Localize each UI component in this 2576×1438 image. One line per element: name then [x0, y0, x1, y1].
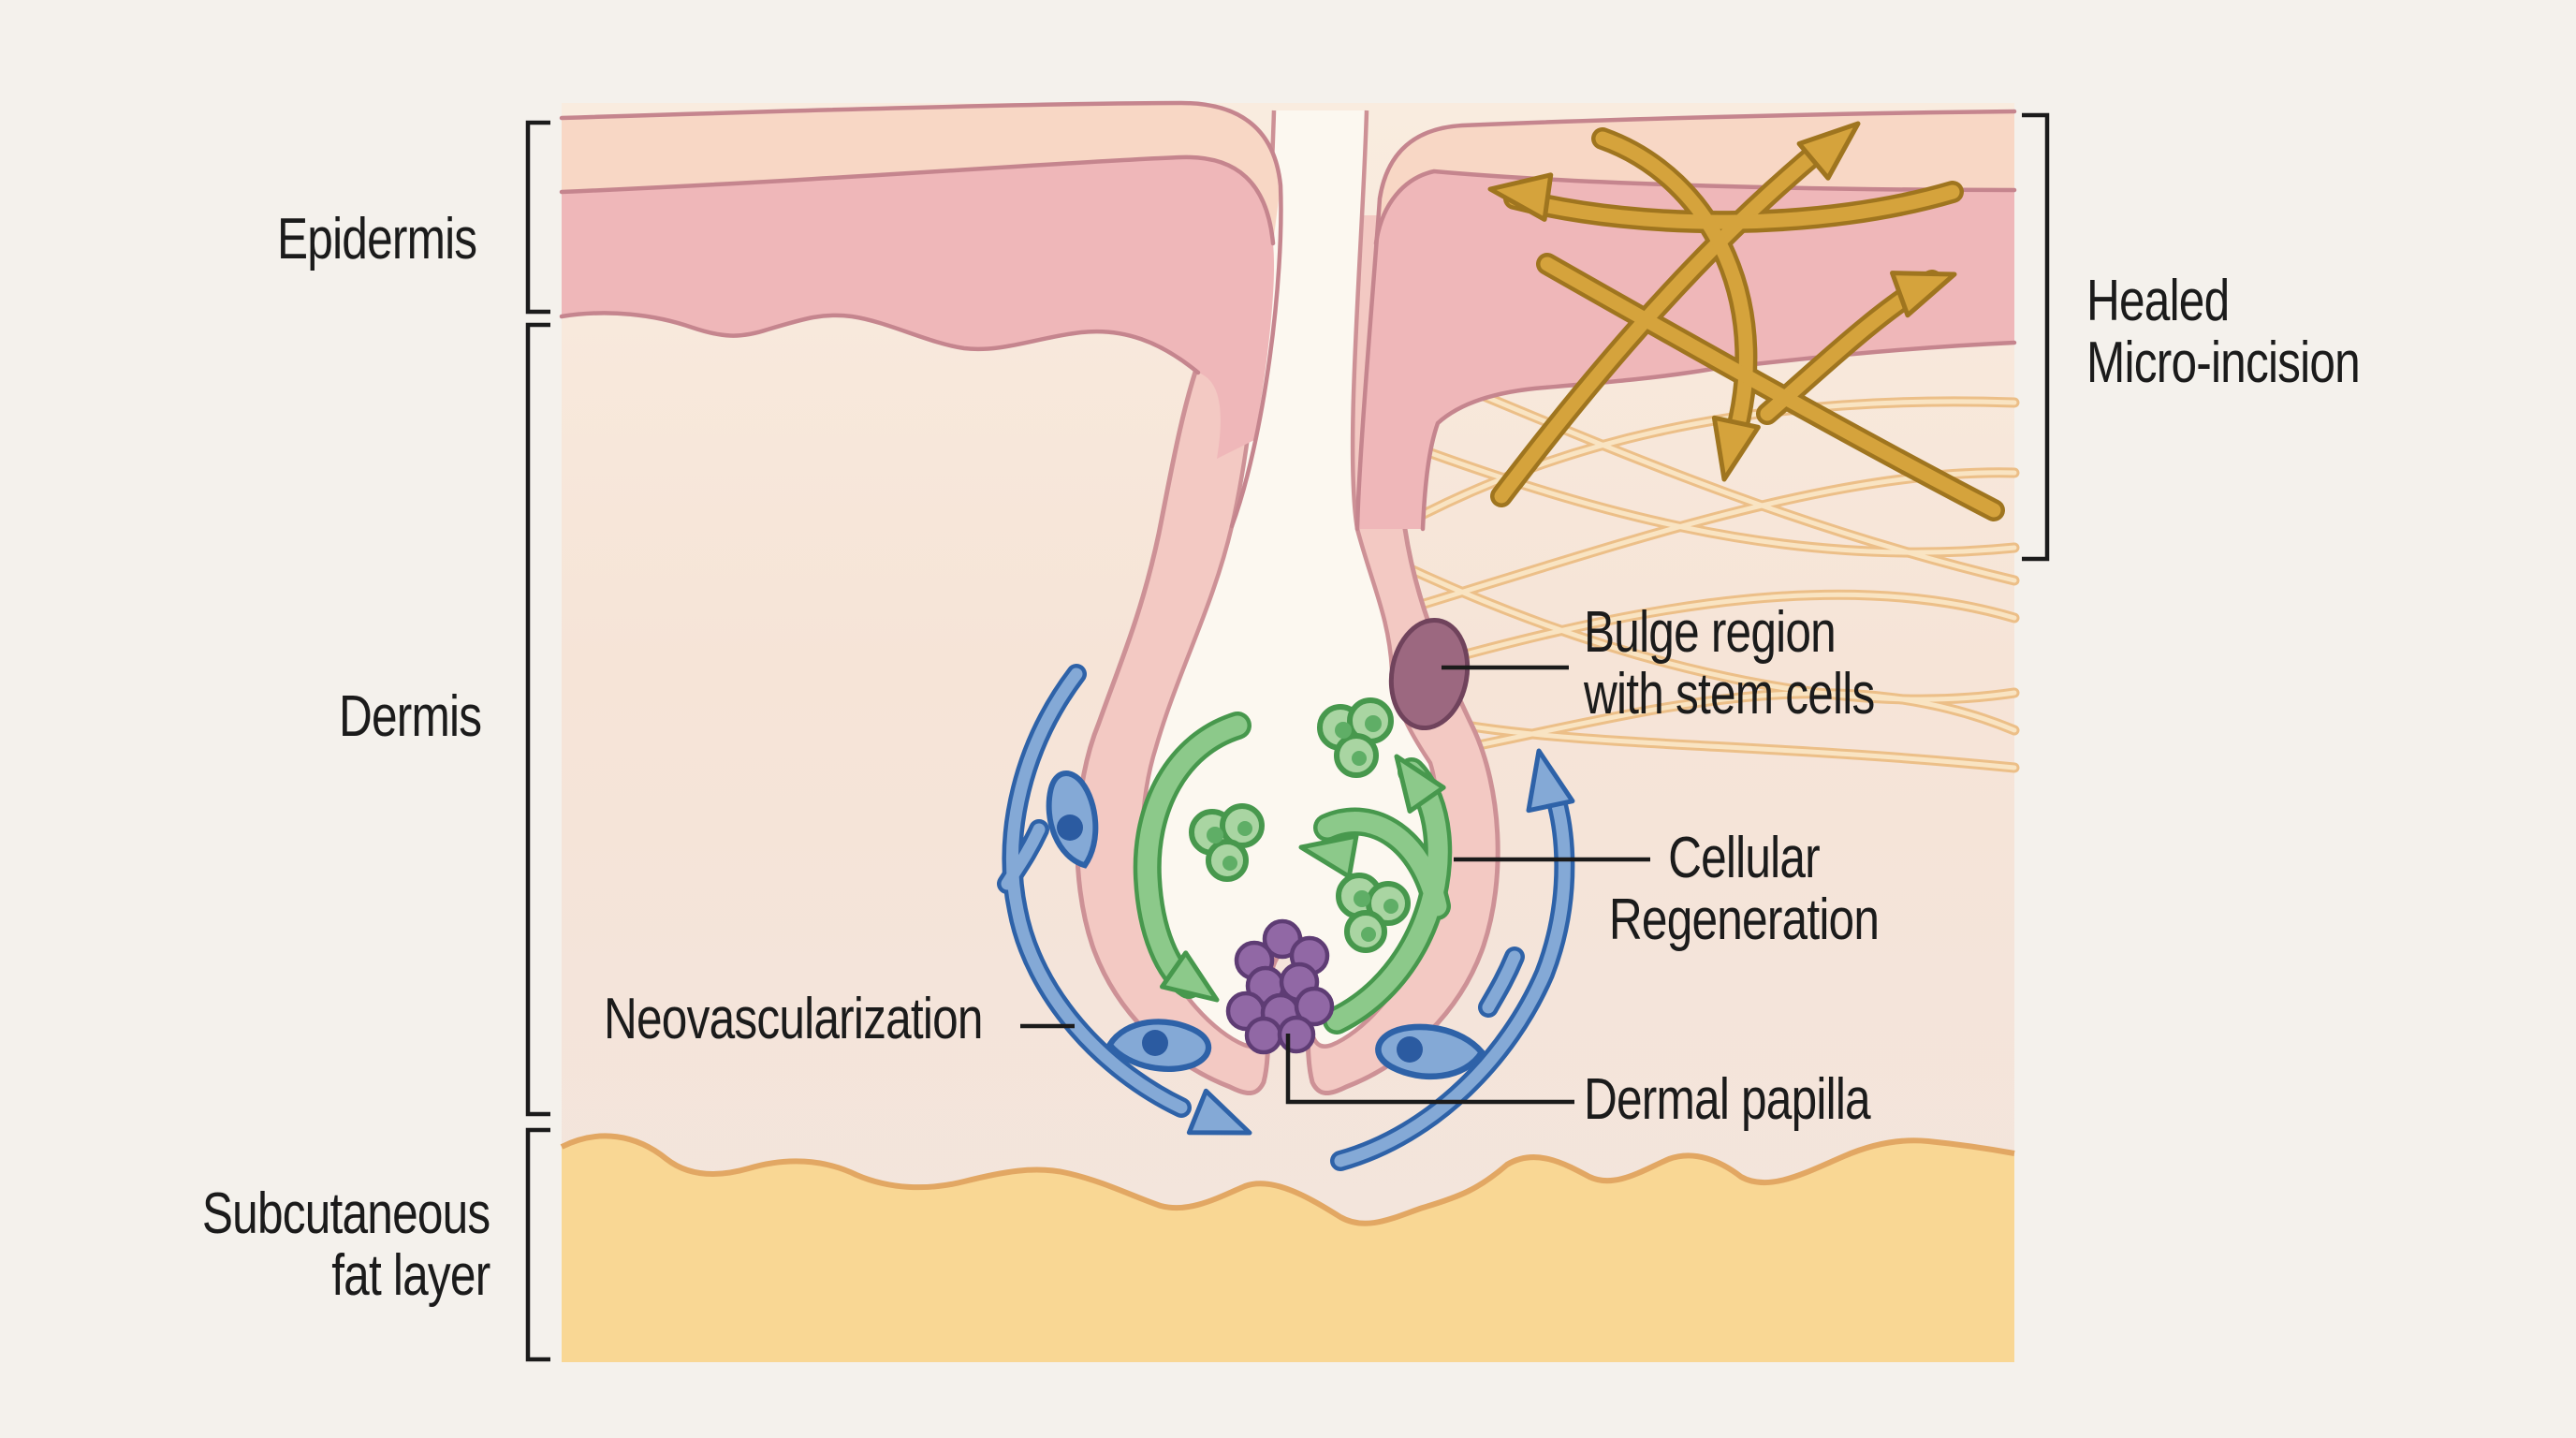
- bracket-epidermis: [525, 120, 550, 315]
- label-cellular-regeneration: Cellular Regeneration: [1608, 826, 1880, 952]
- blue-arrowhead-icon: [1186, 748, 1575, 1136]
- micro-incision-arrows: [1487, 121, 2005, 521]
- bulge-region: [1388, 617, 1471, 731]
- pointer-dermal-papilla: [1285, 1034, 1574, 1105]
- regeneration-arrows: [1133, 697, 1453, 1034]
- stem-cell-nucleus: [1207, 715, 1398, 942]
- label-epidermis: Epidermis: [277, 207, 477, 271]
- pointer-lines: [1020, 665, 1650, 1105]
- dermal-papilla-cluster: [1225, 918, 1335, 1055]
- stem-cell-cluster: [1189, 697, 1411, 953]
- neovascularization-vessels: [997, 664, 1575, 1171]
- label-dermis: Dermis: [339, 684, 482, 749]
- bracket-healed-micro-incision: [2022, 112, 2050, 562]
- label-healed-micro-incision: Healed Micro-incision: [2086, 269, 2361, 395]
- bracket-subcutaneous: [525, 1127, 550, 1362]
- golden-arrowhead-icon: [1487, 121, 1957, 482]
- label-dermal-papilla: Dermal papilla: [1584, 1067, 1871, 1132]
- label-bulge-region: Bulge region with stem cells: [1584, 600, 1875, 726]
- layer-brackets: [525, 112, 2050, 1362]
- bracket-dermis: [525, 322, 550, 1117]
- label-subcutaneous-fat-layer: Subcutaneous fat layer: [201, 1181, 490, 1308]
- green-arrowhead-icon: [1160, 754, 1446, 1003]
- label-neovascularization: Neovascularization: [604, 987, 983, 1051]
- cell-nucleus: [1057, 814, 1423, 1063]
- subcutaneous-fat-layer: [560, 1133, 2015, 1362]
